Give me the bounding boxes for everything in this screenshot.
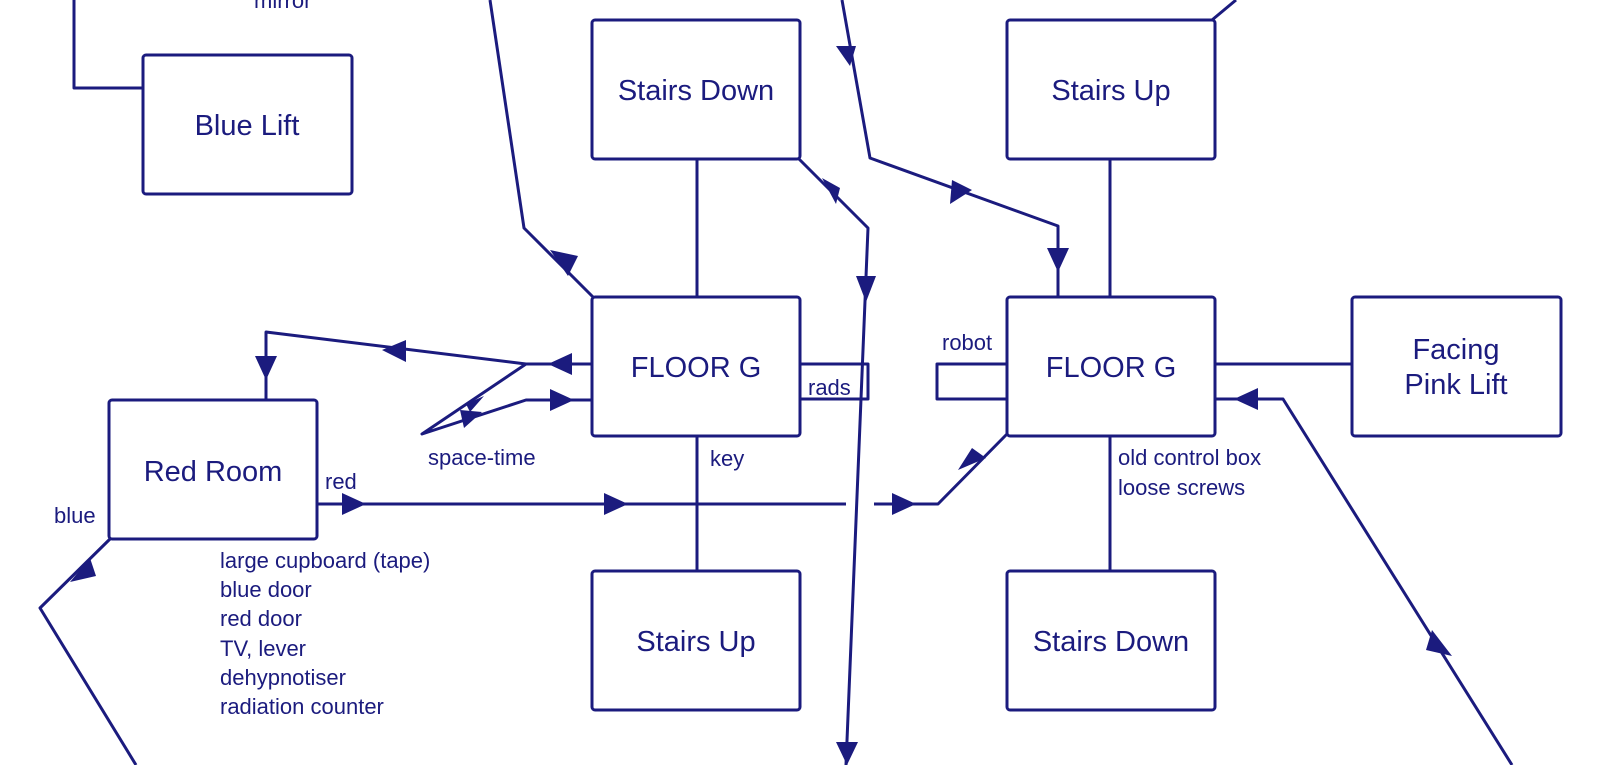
blue-lift-label: Blue Lift [195, 110, 300, 142]
label-robot: robot [942, 330, 992, 355]
arrow-to-floor-g-right-right [950, 180, 972, 204]
arrow-down-middle [856, 276, 876, 302]
floor-g-left-label: FLOOR G [631, 352, 762, 384]
arrow-up-bottom-right [1426, 630, 1452, 656]
edge-red-door-continued [874, 432, 1009, 506]
list-item: red door [220, 606, 302, 631]
arrow-down-top-middle [836, 46, 856, 66]
facing-pink-lift-label-line2: Pink Lift [1404, 369, 1507, 401]
room-stairs-up-bottom: Stairs Up [590, 569, 802, 712]
stairs-down-bottom-label: Stairs Down [1033, 626, 1189, 658]
label-old-control-box: old control box [1118, 445, 1261, 470]
room-floor-g-left: FLOOR G [590, 295, 802, 438]
room-stairs-down-left: Stairs Down [590, 18, 802, 161]
room-floor-g-right: FLOOR G [1005, 295, 1217, 438]
room-stairs-down-bottom: Stairs Down [1005, 569, 1217, 712]
room-facing-pink-lift: Facing Pink Lift [1350, 295, 1563, 438]
arrow-red-door-1 [342, 493, 366, 515]
room-red-room: Red Room [107, 398, 319, 541]
arrow-red-door-3 [892, 493, 916, 515]
edge-top-to-floor-g-left [488, 0, 596, 300]
arrow-space-time-down [466, 396, 484, 412]
arrow-blue-door [70, 558, 96, 582]
arrow-right-into-floor-g-left [550, 389, 574, 411]
arrowheads [70, 46, 1452, 765]
arrow-down-into-red-room [255, 356, 277, 380]
red-room-label: Red Room [144, 456, 283, 488]
red-room-item-list: large cupboard (tape) blue door red door… [220, 548, 430, 719]
arrow-left-floor-g-left [548, 353, 572, 375]
label-mirror: mirror [254, 0, 311, 13]
list-item: dehypnotiser [220, 665, 346, 690]
label-space-time: space-time [428, 445, 536, 470]
room-blue-lift: Blue Lift [141, 53, 354, 196]
edge-middle-descent [796, 156, 870, 765]
stairs-up-bottom-label: Stairs Up [636, 626, 755, 658]
label-loose-screws: loose screws [1118, 475, 1245, 500]
stairs-down-left-label: Stairs Down [618, 75, 774, 107]
edge-blue-lift-top [72, 0, 142, 90]
list-item: large cupboard (tape) [220, 548, 430, 573]
facing-pink-lift-label-line1: Facing [1412, 334, 1499, 366]
arrow-into-floor-g-right-diag [958, 448, 986, 470]
edge-robot-loop [935, 362, 1007, 401]
stairs-up-right-label: Stairs Up [1051, 75, 1170, 107]
edge-stairs-up-right-top [1211, 0, 1237, 22]
edge-rads-loop [800, 362, 870, 401]
arrow-down-floor-g-right [1047, 248, 1069, 272]
room-stairs-up-right: Stairs Up [1005, 18, 1217, 161]
label-rads: rads [808, 375, 851, 400]
label-red: red [325, 469, 357, 494]
arrow-down-middle-diag [822, 178, 840, 204]
label-key: key [710, 446, 744, 471]
label-blue: blue [54, 503, 96, 528]
arrow-left-to-red-room [382, 340, 406, 362]
arrow-red-door-2 [604, 493, 628, 515]
edge-floor-g-left-red-room [264, 330, 592, 400]
list-item: blue door [220, 577, 312, 602]
annotations: mirror robot rads red blue space-time ke… [54, 0, 1261, 528]
list-item: TV, lever [220, 636, 306, 661]
floor-g-right-label: FLOOR G [1046, 352, 1177, 384]
list-item: radiation counter [220, 694, 384, 719]
arrow-to-floor-g-left [550, 250, 578, 276]
arrow-left-into-floor-g-right [1234, 388, 1258, 410]
arrow-space-time-right [460, 410, 482, 428]
arrow-down-bottom-middle [836, 742, 858, 765]
